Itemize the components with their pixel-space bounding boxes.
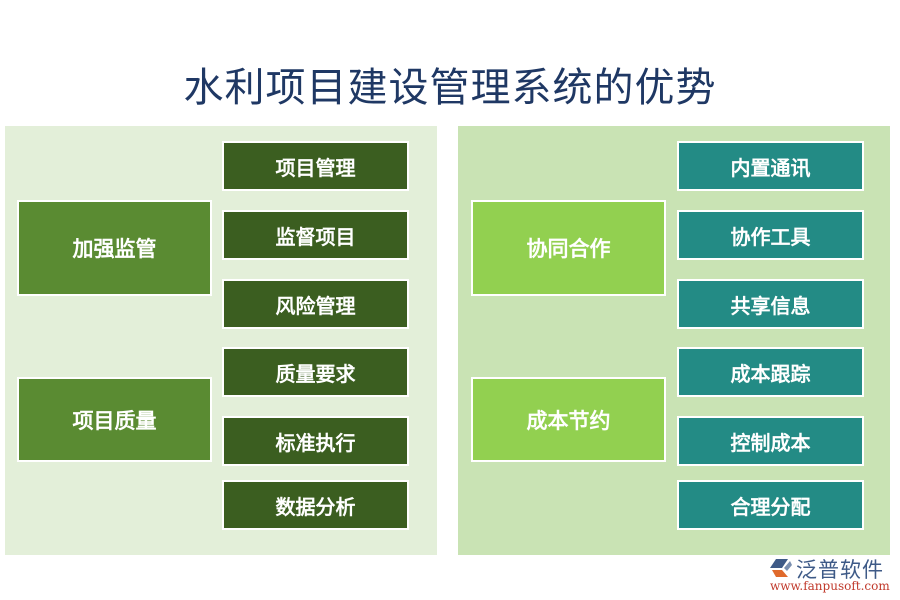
item-standard-execution: 标准执行	[222, 416, 409, 466]
logo-url: www.fanpusoft.com	[770, 579, 890, 593]
category-collaboration: 协同合作	[471, 200, 666, 296]
item-built-in-messaging: 内置通讯	[677, 141, 864, 191]
right-panel: 协同合作 成本节约 内置通讯 协作工具 共享信息 成本跟踪 控制成本 合理分配	[458, 126, 890, 555]
item-cost-control: 控制成本	[677, 416, 864, 466]
item-supervise-project: 监督项目	[222, 210, 409, 260]
item-rational-allocation: 合理分配	[677, 480, 864, 530]
item-risk-management: 风险管理	[222, 279, 409, 329]
fanpu-logo-icon	[770, 559, 792, 577]
logo-brand-name: 泛普软件	[796, 558, 884, 582]
item-data-analysis: 数据分析	[222, 480, 409, 530]
category-cost-saving: 成本节约	[471, 377, 666, 462]
fanpu-logo: 泛普软件 www.fanpusoft.com	[768, 555, 898, 599]
left-panel: 加强监管 项目质量 项目管理 监督项目 风险管理 质量要求 标准执行 数据分析	[5, 126, 437, 555]
category-strengthen-supervision: 加强监管	[17, 200, 212, 296]
item-cost-tracking: 成本跟踪	[677, 347, 864, 397]
item-quality-requirements: 质量要求	[222, 347, 409, 397]
item-shared-information: 共享信息	[677, 279, 864, 329]
item-collaboration-tools: 协作工具	[677, 210, 864, 260]
item-project-management: 项目管理	[222, 141, 409, 191]
page-title: 水利项目建设管理系统的优势	[183, 65, 717, 111]
category-project-quality: 项目质量	[17, 377, 212, 462]
